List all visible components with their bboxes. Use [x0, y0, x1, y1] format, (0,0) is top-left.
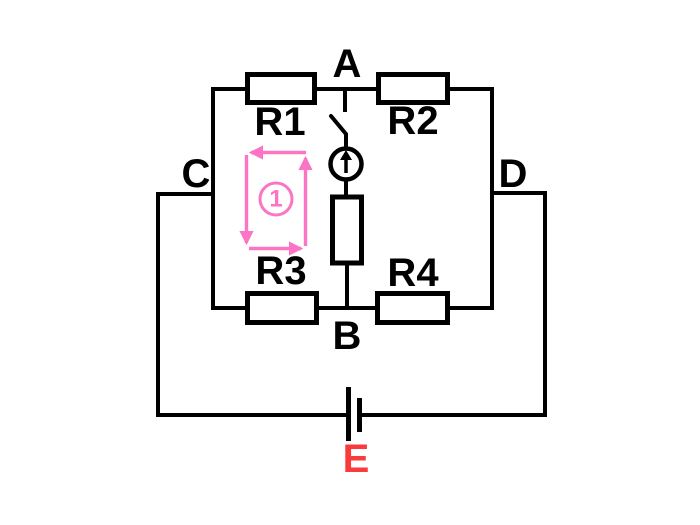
current-source-arrow-icon	[340, 150, 352, 160]
loop-1-number: 1	[269, 185, 283, 212]
node-a-label: A	[332, 42, 362, 86]
node-b-label: B	[332, 314, 362, 358]
resistor-r4-label: R4	[387, 251, 439, 295]
battery-emf-label: E	[342, 437, 370, 481]
switch-icon	[329, 114, 348, 136]
resistor-r3-body	[245, 291, 319, 325]
resistor-r1-body	[245, 72, 317, 105]
loop-1-arrows	[239, 145, 313, 256]
middle-resistor-body	[330, 194, 364, 266]
outer-left-wire	[156, 192, 346, 417]
resistor-r3-label: R3	[255, 249, 307, 293]
loop-1-number-badge: 1	[258, 181, 294, 217]
outer-right-wire	[361, 191, 547, 417]
resistor-r2-label: R2	[387, 99, 439, 143]
resistor-r1-label: R1	[254, 100, 306, 144]
resistor-r2-body	[376, 72, 450, 105]
node-d-label: D	[498, 152, 528, 196]
resistor-r4-body	[375, 291, 450, 325]
node-c-label: C	[181, 152, 211, 196]
